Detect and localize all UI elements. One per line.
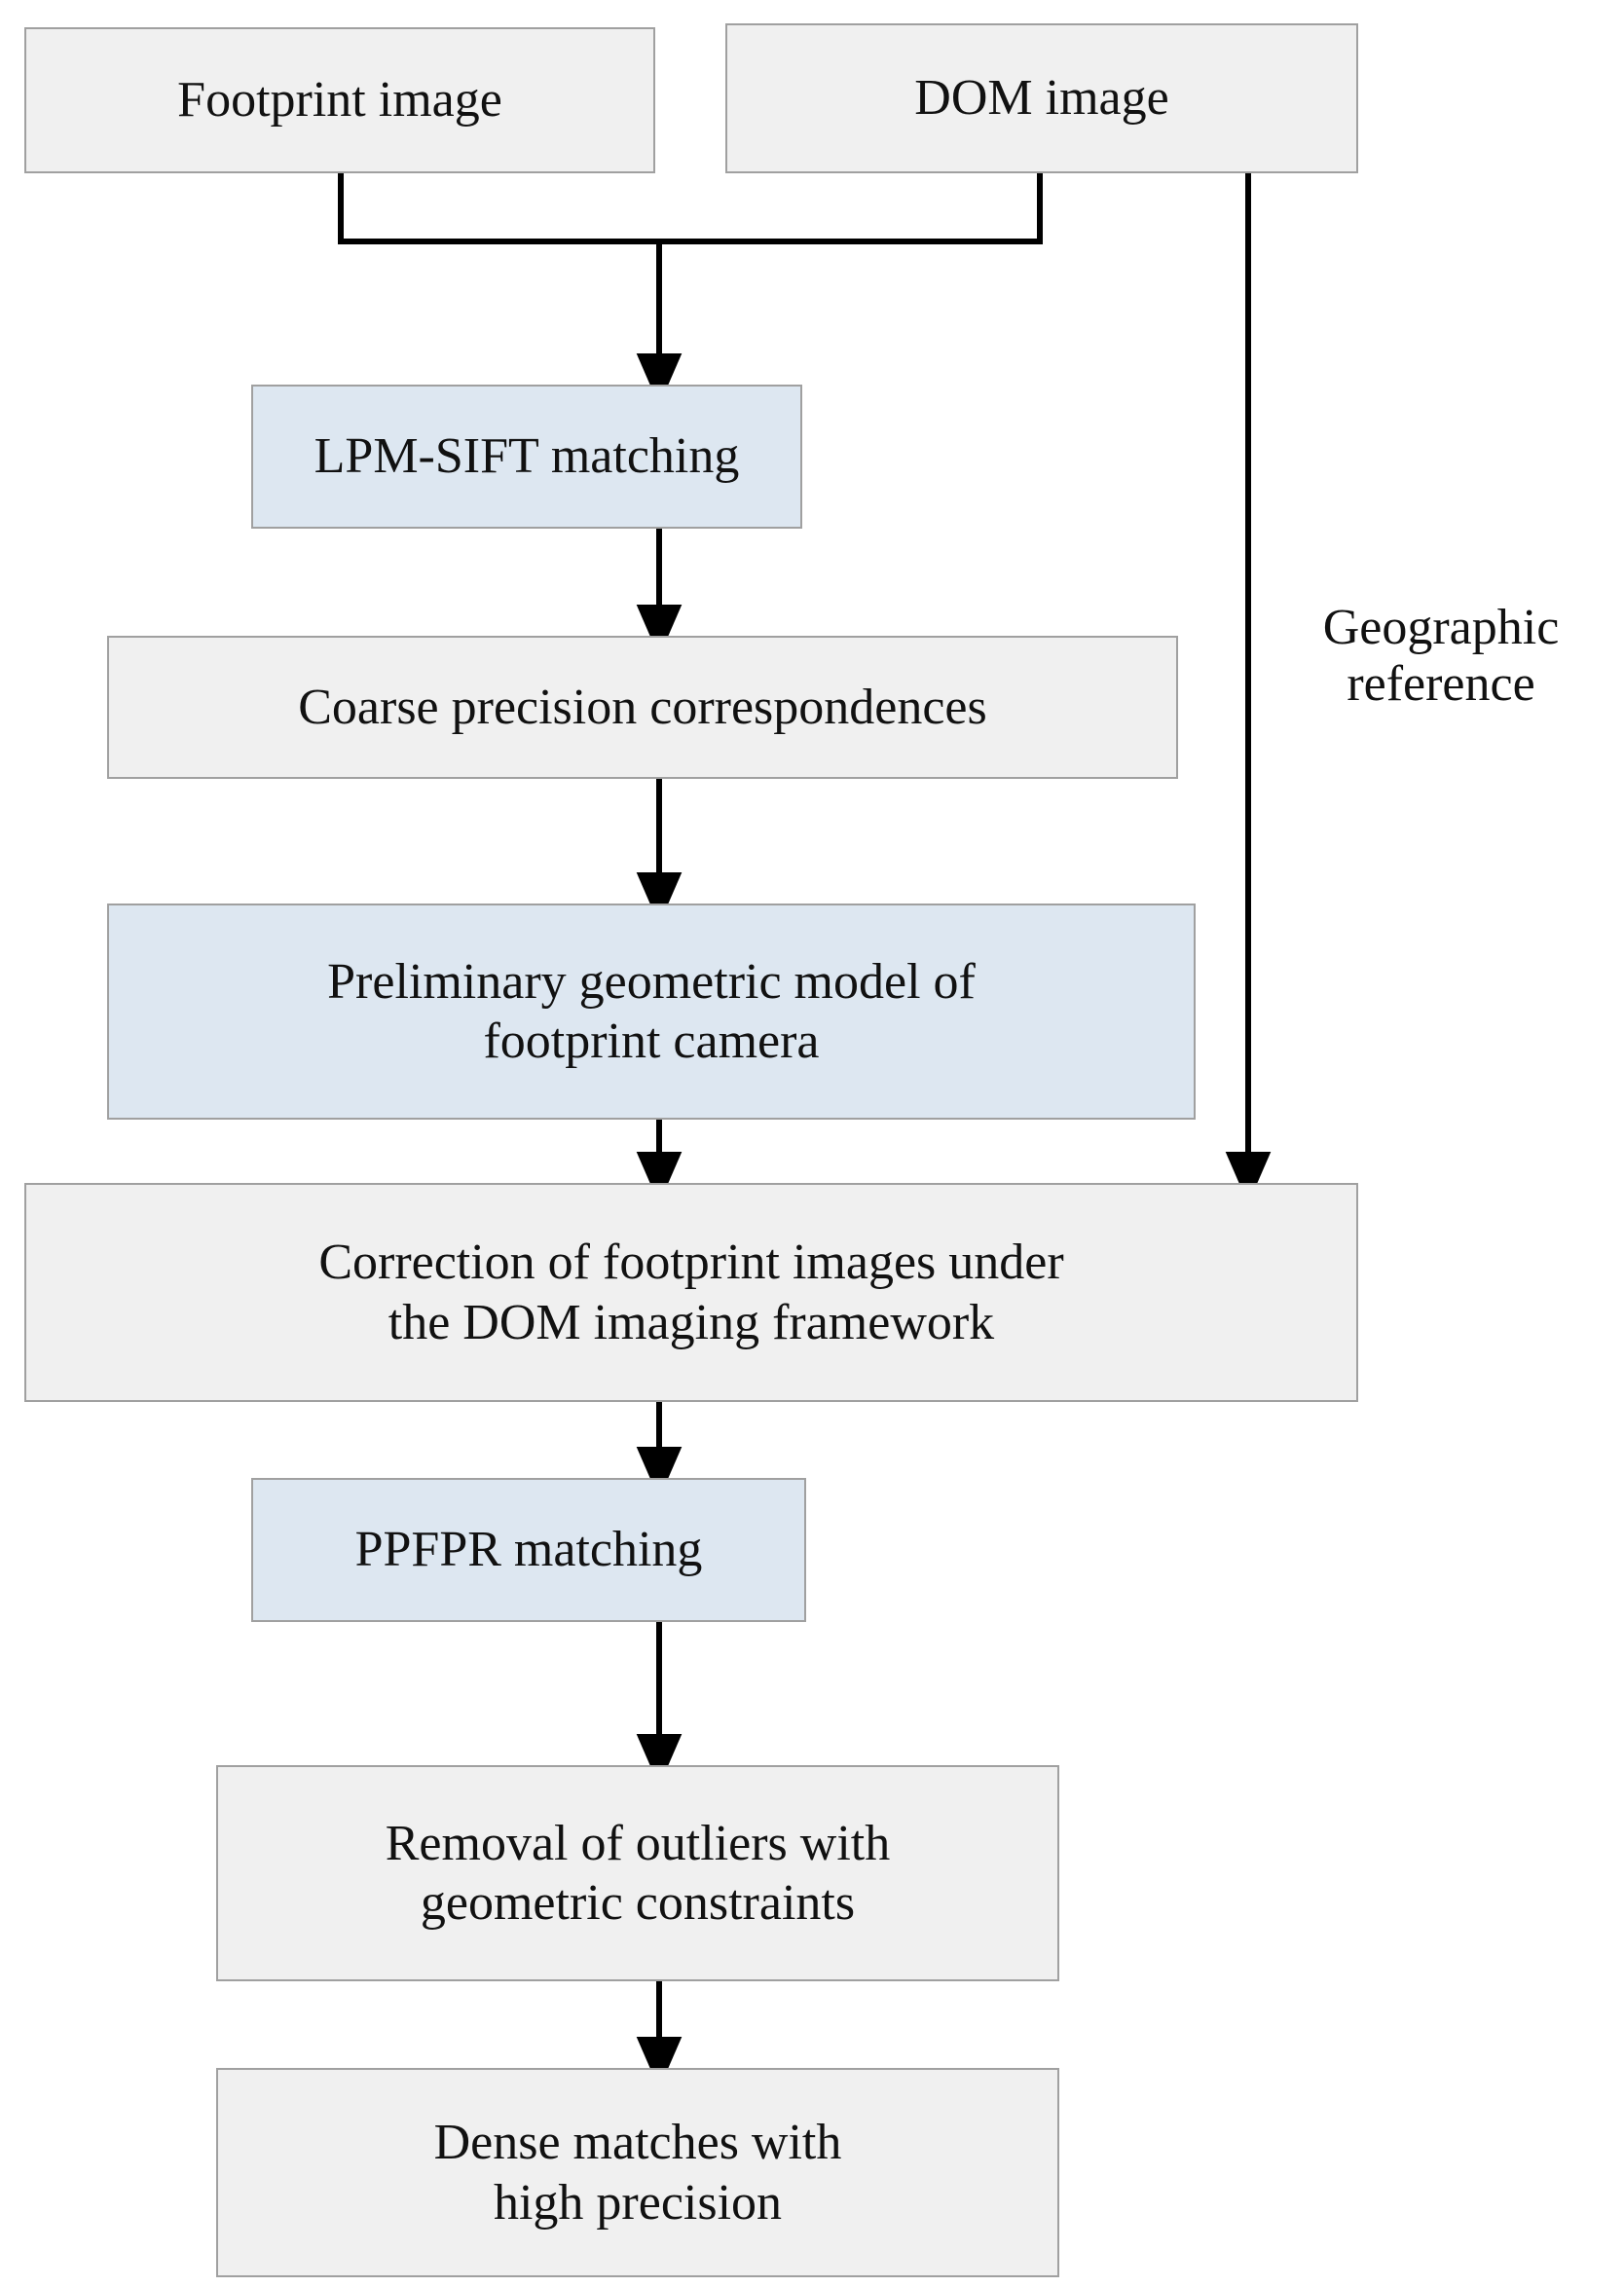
node-footprint-image[interactable]: Footprint image <box>24 27 655 173</box>
node-dom-image-label: DOM image <box>914 70 1169 127</box>
node-dense-matches[interactable]: Dense matches with high precision <box>216 2068 1059 2277</box>
node-ppfpr-matching-label: PPFPR matching <box>354 1522 703 1578</box>
node-ppfpr-matching[interactable]: PPFPR matching <box>251 1478 806 1622</box>
node-lpm-sift-matching-label: LPM-SIFT matching <box>314 428 740 485</box>
node-correction-of-footprint-images[interactable]: Correction of footprint images under the… <box>24 1183 1358 1402</box>
node-footprint-image-label: Footprint image <box>177 72 502 129</box>
node-removal-of-outliers-label: Removal of outliers with geometric const… <box>385 1815 891 1931</box>
node-coarse-precision-correspondences[interactable]: Coarse precision correspondences <box>107 636 1178 779</box>
edge-label-geographic-reference: Geographic reference <box>1322 600 1560 713</box>
node-coarse-precision-correspondences-label: Coarse precision correspondences <box>298 679 987 735</box>
node-preliminary-geometric-model-label: Preliminary geometric model of footprint… <box>327 953 976 1069</box>
edge-footprint-to-junction <box>338 173 693 244</box>
node-preliminary-geometric-model[interactable]: Preliminary geometric model of footprint… <box>107 904 1196 1120</box>
node-dense-matches-label: Dense matches with high precision <box>433 2115 842 2231</box>
edge-dom-to-junction <box>693 173 1043 244</box>
node-correction-of-footprint-images-label: Correction of footprint images under the… <box>318 1235 1064 1350</box>
node-removal-of-outliers[interactable]: Removal of outliers with geometric const… <box>216 1765 1059 1981</box>
node-dom-image[interactable]: DOM image <box>725 23 1358 173</box>
node-lpm-sift-matching[interactable]: LPM-SIFT matching <box>251 385 802 529</box>
